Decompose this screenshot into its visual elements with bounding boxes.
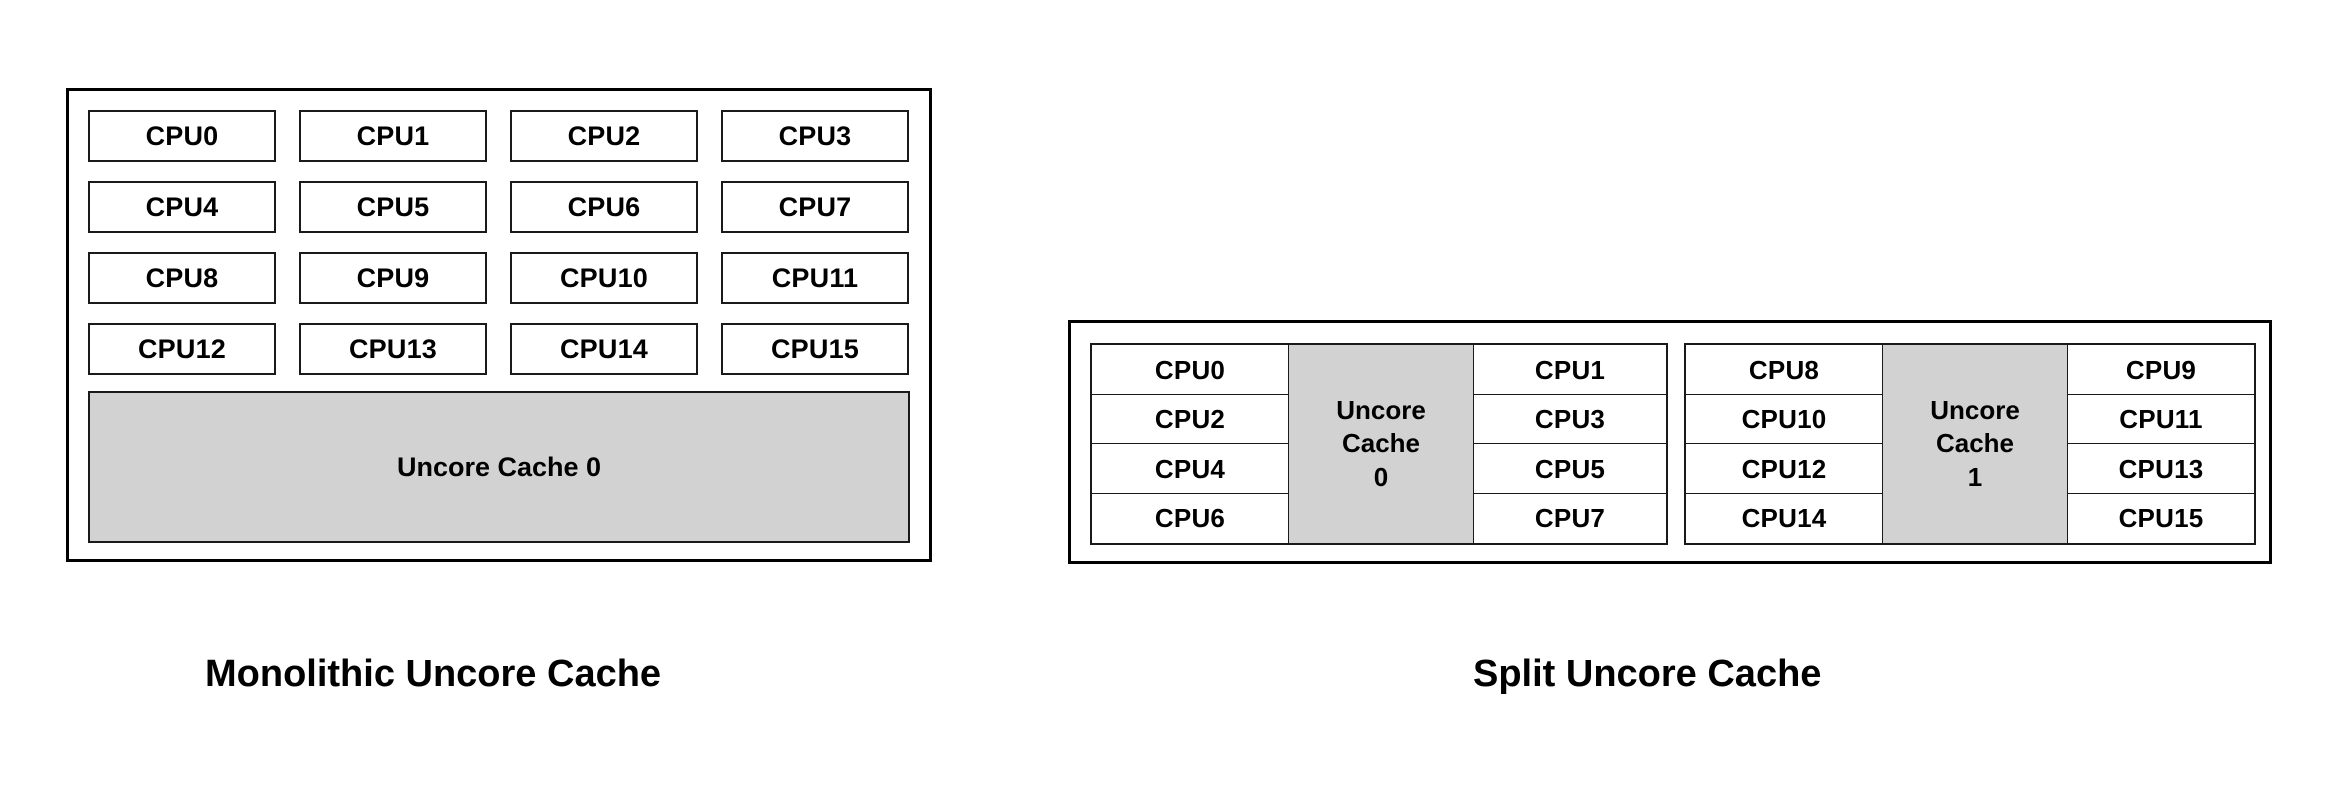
- split-cluster-0: CPU0 CPU2 CPU4 CPU6 Uncore Cache 0 CPU1 …: [1090, 343, 1668, 545]
- cpu-cell-cpu4[interactable]: CPU4: [88, 181, 276, 233]
- uncore-cache-0-line1: Uncore: [1336, 395, 1426, 426]
- cpu-cell-cpu0[interactable]: CPU0: [88, 110, 276, 162]
- cpu-cell-cpu1[interactable]: CPU1: [1473, 344, 1667, 396]
- cluster-1-left-cpu-column: CPU8 CPU10 CPU12 CPU14: [1685, 344, 1883, 544]
- cpu-cell-cpu6[interactable]: CPU6: [1091, 492, 1289, 544]
- uncore-cache-0-line2: Cache: [1341, 428, 1421, 459]
- cpu-cell-cpu3[interactable]: CPU3: [721, 110, 909, 162]
- cluster-0-left-cpu-column: CPU0 CPU2 CPU4 CPU6: [1091, 344, 1289, 544]
- uncore-cache-1-block[interactable]: Uncore Cache 1: [1882, 344, 2068, 544]
- uncore-cache-0-block[interactable]: Uncore Cache 0: [88, 391, 910, 543]
- monolithic-uncore-cache-panel: CPU0 CPU1 CPU2 CPU3 CPU4 CPU5 CPU6 CPU7 …: [66, 88, 932, 562]
- cpu-cell-cpu15[interactable]: CPU15: [2067, 492, 2255, 544]
- monolithic-cpu-grid: CPU0 CPU1 CPU2 CPU3 CPU4 CPU5 CPU6 CPU7 …: [88, 110, 910, 375]
- cpu-cell-cpu11[interactable]: CPU11: [721, 252, 909, 304]
- cpu-cell-cpu2[interactable]: CPU2: [510, 110, 698, 162]
- cpu-cell-cpu15[interactable]: CPU15: [721, 323, 909, 375]
- uncore-cache-1-line3: 1: [1967, 461, 1983, 492]
- cpu-cell-cpu13[interactable]: CPU13: [2067, 443, 2255, 495]
- cpu-cell-cpu8[interactable]: CPU8: [1685, 344, 1883, 396]
- cpu-cell-cpu9[interactable]: CPU9: [299, 252, 487, 304]
- cpu-cell-cpu1[interactable]: CPU1: [299, 110, 487, 162]
- cpu-cell-cpu0[interactable]: CPU0: [1091, 344, 1289, 396]
- cpu-cell-cpu7[interactable]: CPU7: [1473, 492, 1667, 544]
- cpu-cell-cpu6[interactable]: CPU6: [510, 181, 698, 233]
- split-uncore-cache-panel: CPU0 CPU2 CPU4 CPU6 Uncore Cache 0 CPU1 …: [1068, 320, 2272, 564]
- cluster-0-right-cpu-column: CPU1 CPU3 CPU5 CPU7: [1473, 344, 1667, 544]
- cpu-cell-cpu9[interactable]: CPU9: [2067, 344, 2255, 396]
- cpu-cell-cpu13[interactable]: CPU13: [299, 323, 487, 375]
- split-cluster-1: CPU8 CPU10 CPU12 CPU14 Uncore Cache 1 CP…: [1684, 343, 2256, 545]
- uncore-cache-1-line2: Cache: [1935, 428, 2015, 459]
- cpu-cell-cpu2[interactable]: CPU2: [1091, 393, 1289, 445]
- cpu-cell-cpu12[interactable]: CPU12: [1685, 443, 1883, 495]
- cpu-cell-cpu10[interactable]: CPU10: [1685, 393, 1883, 445]
- cpu-cell-cpu10[interactable]: CPU10: [510, 252, 698, 304]
- cpu-cell-cpu8[interactable]: CPU8: [88, 252, 276, 304]
- cluster-1-right-cpu-column: CPU9 CPU11 CPU13 CPU15: [2067, 344, 2255, 544]
- cpu-cell-cpu7[interactable]: CPU7: [721, 181, 909, 233]
- cpu-cell-cpu11[interactable]: CPU11: [2067, 393, 2255, 445]
- cpu-cell-cpu5[interactable]: CPU5: [1473, 443, 1667, 495]
- cpu-cell-cpu5[interactable]: CPU5: [299, 181, 487, 233]
- uncore-cache-0-block[interactable]: Uncore Cache 0: [1288, 344, 1474, 544]
- cpu-cell-cpu4[interactable]: CPU4: [1091, 443, 1289, 495]
- uncore-cache-1-line1: Uncore: [1930, 395, 2020, 426]
- cpu-cell-cpu14[interactable]: CPU14: [510, 323, 698, 375]
- cpu-cell-cpu3[interactable]: CPU3: [1473, 393, 1667, 445]
- cpu-cell-cpu14[interactable]: CPU14: [1685, 492, 1883, 544]
- monolithic-panel-caption: Monolithic Uncore Cache: [205, 653, 662, 695]
- split-panel-caption: Split Uncore Cache: [1473, 653, 1822, 695]
- cpu-cell-cpu12[interactable]: CPU12: [88, 323, 276, 375]
- uncore-cache-0-line3: 0: [1373, 461, 1389, 492]
